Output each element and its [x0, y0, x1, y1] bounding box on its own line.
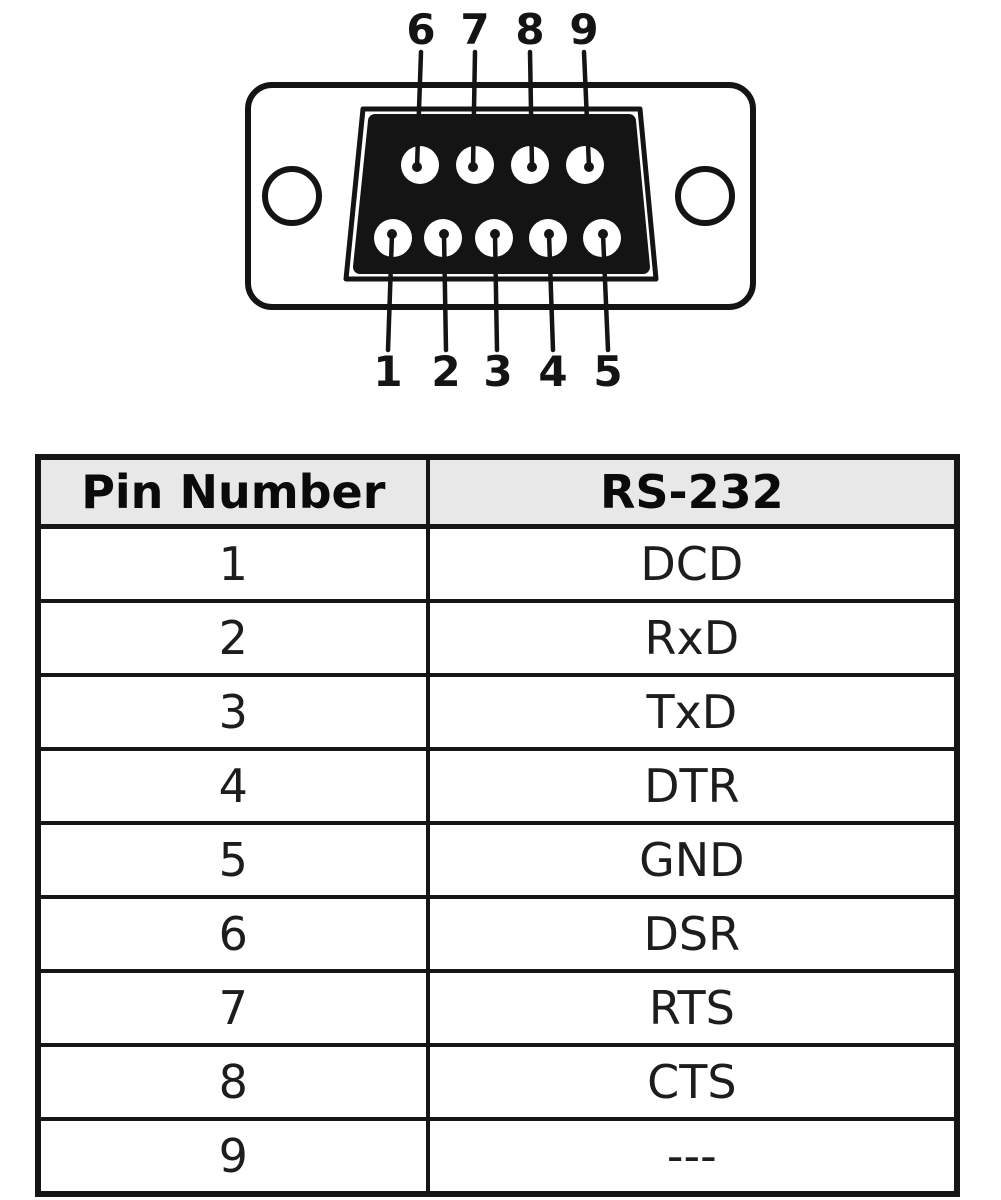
pin-number-cell: 8: [36, 1043, 430, 1121]
pin-number-cell: 2: [36, 599, 430, 677]
table-row: 8 CTS: [36, 1043, 960, 1121]
table-row: 6 DSR: [36, 895, 960, 973]
signal-cell: CTS: [425, 1043, 960, 1121]
table-row: 4 DTR: [36, 747, 960, 825]
signal-cell: DTR: [425, 747, 960, 825]
mounting-hole-left: [262, 166, 322, 226]
signal-cell: DSR: [425, 895, 960, 973]
pin-label-7: 7: [460, 5, 489, 54]
pin-number-cell: 4: [36, 747, 430, 825]
pin-number-cell: 3: [36, 673, 430, 751]
pin-number-cell: 5: [36, 821, 430, 899]
signal-cell: GND: [425, 821, 960, 899]
pin-label-3: 3: [483, 347, 512, 396]
leader-lines-top: [414, 49, 592, 170]
pin-label-6: 6: [406, 5, 435, 54]
signal-cell: DCD: [425, 524, 960, 603]
pin-label-4: 4: [538, 347, 567, 396]
bottom-pin-labels: 1 2 3 4 5: [373, 347, 622, 396]
table-row: 9 ---: [36, 1117, 960, 1196]
pin-label-5: 5: [593, 347, 622, 396]
table-row: 1 DCD: [36, 524, 960, 603]
signal-cell: ---: [425, 1117, 960, 1196]
table-row: 2 RxD: [36, 599, 960, 677]
pin-number-cell: 7: [36, 969, 430, 1047]
pin-number-cell: 6: [36, 895, 430, 973]
pin-label-1: 1: [373, 347, 402, 396]
pin-label-8: 8: [515, 5, 544, 54]
pin-number-cell: 1: [36, 524, 430, 603]
db9-connector-diagram: 6 7 8 9 1 2 3 4 5: [245, 5, 756, 396]
table-row: 7 RTS: [36, 969, 960, 1047]
col-header-pin-number: Pin Number: [36, 455, 430, 529]
pinout-table: Pin Number RS-232 1 DCD 2 RxD 3 TxD 4 DT…: [35, 454, 960, 1197]
signal-cell: RTS: [425, 969, 960, 1047]
table-header-row: Pin Number RS-232: [36, 455, 960, 529]
table-row: 3 TxD: [36, 673, 960, 751]
pin-label-9: 9: [569, 5, 598, 54]
pin-contact-dots: [387, 162, 608, 239]
table-row: 5 GND: [36, 821, 960, 899]
signal-cell: TxD: [425, 673, 960, 751]
signal-cell: RxD: [425, 599, 960, 677]
pin-label-2: 2: [431, 347, 460, 396]
mounting-hole-right: [675, 166, 735, 226]
col-header-rs232: RS-232: [425, 455, 960, 529]
top-pin-labels: 6 7 8 9: [406, 5, 598, 54]
dsub-rim-outline: [343, 106, 659, 282]
pin-number-cell: 9: [36, 1117, 430, 1196]
leader-lines-bottom: [385, 231, 611, 353]
